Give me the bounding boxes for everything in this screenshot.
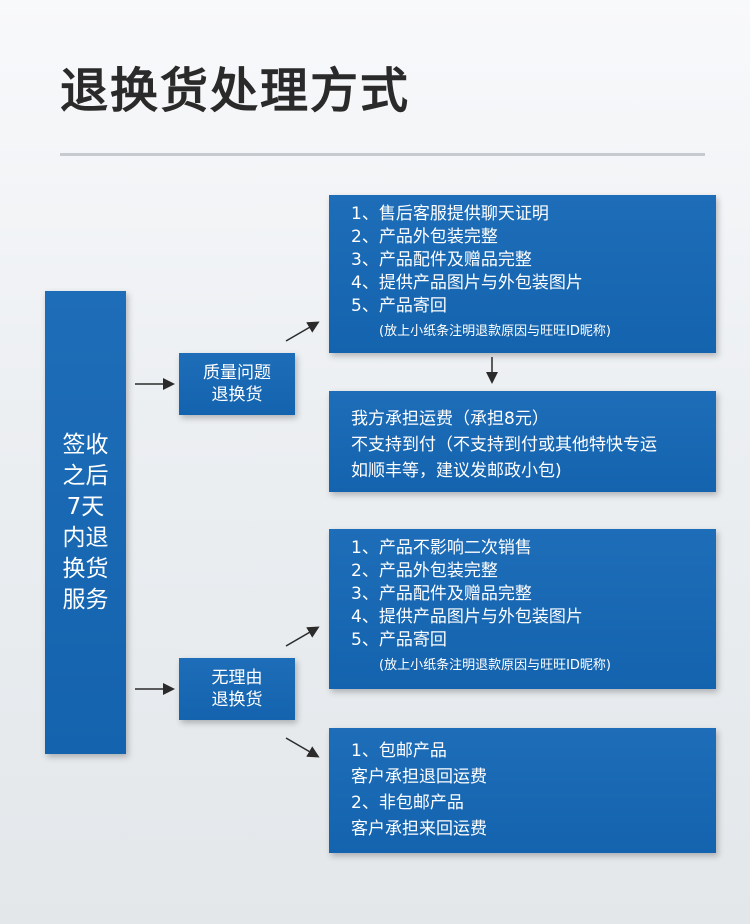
condition-line: 2、产品外包装完整 xyxy=(351,561,498,581)
service-period-line: 7天 xyxy=(66,493,105,520)
condition-line: 3、产品配件及赠品完整 xyxy=(351,250,532,270)
condition-line: 1、产品不影响二次销售 xyxy=(351,538,532,558)
condition-line: 4、提供产品图片与外包装图片 xyxy=(351,607,583,627)
shipping-line: 2、非包邮产品 xyxy=(351,793,464,813)
quality-issue-label: 退换货 xyxy=(211,385,263,405)
condition-note: (放上小纸条注明退款原因与旺旺ID昵称) xyxy=(379,658,611,673)
shipping-line: 如顺丰等，建议发邮政小包) xyxy=(351,461,562,481)
shipping-line: 我方承担运费（承担8元） xyxy=(351,409,549,429)
condition-line: 3、产品配件及赠品完整 xyxy=(351,584,532,604)
condition-line: 5、产品寄回 xyxy=(351,630,447,650)
no-reason-conditions-box: 1、产品不影响二次销售 2、产品外包装完整 3、产品配件及赠品完整 4、提供产品… xyxy=(329,529,716,689)
service-period-line: 内退 xyxy=(62,524,109,551)
service-period-line: 换货 xyxy=(62,555,109,582)
title-divider xyxy=(60,153,705,156)
condition-line: 5、产品寄回 xyxy=(351,296,447,316)
page-title: 退换货处理方式 xyxy=(60,63,411,119)
service-period-line: 签收 xyxy=(62,431,109,458)
arrow-quality-conditions xyxy=(285,321,320,342)
no-reason-shipping-box: 1、包邮产品 客户承担退回运费 2、非包邮产品 客户承担来回运费 xyxy=(329,728,716,853)
quality-issue-label: 质量问题 xyxy=(203,363,271,383)
service-period-line: 之后 xyxy=(62,462,109,489)
service-period-box: 签收 之后 7天 内退 换货 服务 xyxy=(45,291,126,754)
quality-conditions-box: 1、售后客服提供聊天证明 2、产品外包装完整 3、产品配件及赠品完整 4、提供产… xyxy=(329,195,716,353)
quality-issue-box: 质量问题 退换货 xyxy=(179,353,295,415)
arrow-noreason-shipping xyxy=(285,737,320,758)
no-reason-box: 无理由 退换货 xyxy=(179,658,295,720)
arrow-noreason-conditions xyxy=(285,626,320,647)
shipping-line: 不支持到付（不支持到付或其他特快专运 xyxy=(351,435,657,455)
condition-line: 4、提供产品图片与外包装图片 xyxy=(351,273,583,293)
condition-line: 2、产品外包装完整 xyxy=(351,227,498,247)
no-reason-label: 退换货 xyxy=(211,690,263,710)
shipping-line: 客户承担退回运费 xyxy=(351,767,487,787)
no-reason-label: 无理由 xyxy=(211,668,263,688)
shipping-line: 1、包邮产品 xyxy=(351,741,447,761)
service-period-line: 服务 xyxy=(62,586,109,613)
condition-line: 1、售后客服提供聊天证明 xyxy=(351,204,549,224)
condition-note: (放上小纸条注明退款原因与旺旺ID昵称) xyxy=(379,324,611,339)
quality-shipping-box: 我方承担运费（承担8元） 不支持到付（不支持到付或其他特快专运 如顺丰等，建议发… xyxy=(329,391,716,492)
shipping-line: 客户承担来回运费 xyxy=(351,819,487,839)
